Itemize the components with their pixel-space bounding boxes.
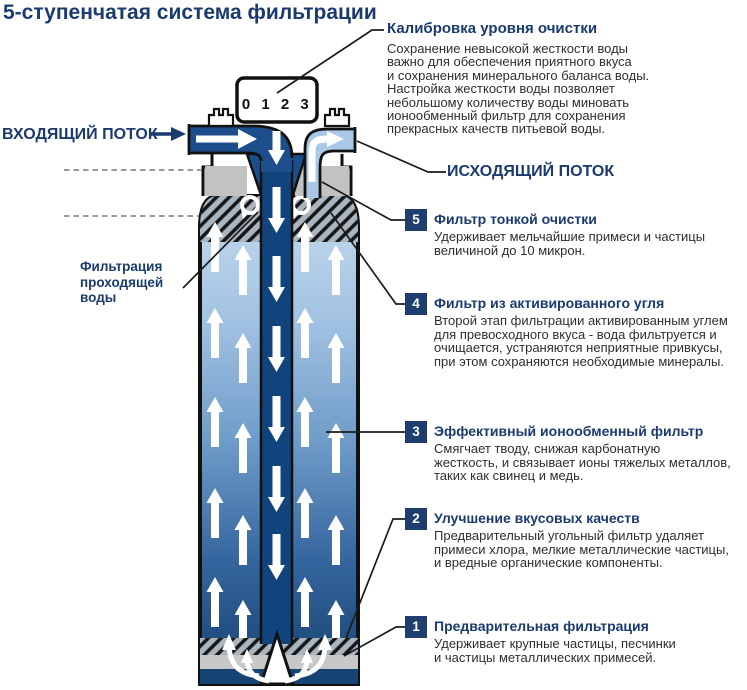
stage-2-heading: Улучшение вкусовых качеств bbox=[434, 510, 640, 526]
stage-4-callout: 4 Фильтр из активированного угля Второй … bbox=[405, 293, 747, 403]
calibration-callout: Калибровка уровня очистки Сохранение нев… bbox=[387, 20, 743, 136]
stage-3-heading: Эффективный ионообменный фильтр bbox=[434, 423, 704, 439]
stage-4-body: Второй этап фильтрации активированным уг… bbox=[434, 313, 728, 369]
bottom-diffuser bbox=[222, 629, 332, 686]
filtration-callout-line bbox=[182, 211, 259, 289]
outlet-pipe bbox=[303, 127, 357, 198]
filtration-label: Фильтрация проходящей воды bbox=[80, 259, 164, 305]
stage-4-badge: 4 bbox=[405, 293, 427, 315]
inflow-arrow bbox=[149, 127, 186, 141]
diffuser-cone bbox=[258, 629, 296, 686]
stage-1-badge: 1 bbox=[405, 616, 427, 638]
stage-5-badge: 5 bbox=[405, 209, 427, 231]
stage-2-body: Предварительный угольный фильтр удаляет … bbox=[434, 528, 729, 571]
stage5-callout-line bbox=[321, 181, 405, 221]
stage-3-badge: 3 bbox=[405, 421, 427, 443]
dial-callout-line bbox=[276, 29, 384, 94]
stage-1-body: Удерживает крупные частицы, песчинки и ч… bbox=[434, 636, 676, 665]
stage-1-heading: Предварительная фильтрация bbox=[434, 618, 649, 634]
pipe-flow-arrows bbox=[196, 129, 344, 580]
outflow-label: ИСХОДЯЩИЙ ПОТОК bbox=[447, 163, 615, 180]
stage-2-callout: 2 Улучшение вкусовых качеств Предварител… bbox=[405, 508, 747, 618]
stage-3-body: Смягчает тводу, снижая карбонатную жестк… bbox=[434, 441, 731, 484]
outflow-callout-line bbox=[356, 140, 446, 173]
stage-1-callout: 1 Предварительная фильтрация Удерживает … bbox=[405, 616, 747, 690]
stage-4-heading: Фильтр из активированного угля bbox=[434, 295, 665, 311]
stage-3-callout: 3 Эффективный ионообменный фильтр Смягча… bbox=[405, 421, 747, 531]
dashed-level-lines bbox=[64, 169, 201, 217]
stage-2-badge: 2 bbox=[405, 508, 427, 530]
callout-lines bbox=[182, 29, 446, 657]
stage-5-callout: 5 Фильтр тонкой очистки Удерживает мельч… bbox=[405, 209, 747, 319]
fitting-notches bbox=[207, 107, 351, 128]
collar-gray-left bbox=[205, 166, 247, 196]
calibration-heading: Калибровка уровня очистки bbox=[387, 20, 598, 37]
stage2-callout-line bbox=[345, 518, 405, 639]
calibration-dial: 0 1 2 3 bbox=[235, 76, 319, 124]
stage-5-heading: Фильтр тонкой очистки bbox=[434, 211, 597, 227]
calibration-body: Сохранение невысокой жесткости воды важн… bbox=[387, 41, 650, 137]
page-title: 5-ступенчатая система фильтрации bbox=[3, 1, 377, 24]
stage-5-body: Удерживает мельчайшие примеси и частицы … bbox=[434, 229, 706, 258]
inflow-label: ВХОДЯЩИЙ ПОТОК bbox=[2, 126, 158, 143]
dial-numbers: 0 1 2 3 bbox=[242, 96, 312, 113]
stage4-callout-line bbox=[330, 212, 405, 305]
stage1-callout-line bbox=[343, 626, 405, 657]
